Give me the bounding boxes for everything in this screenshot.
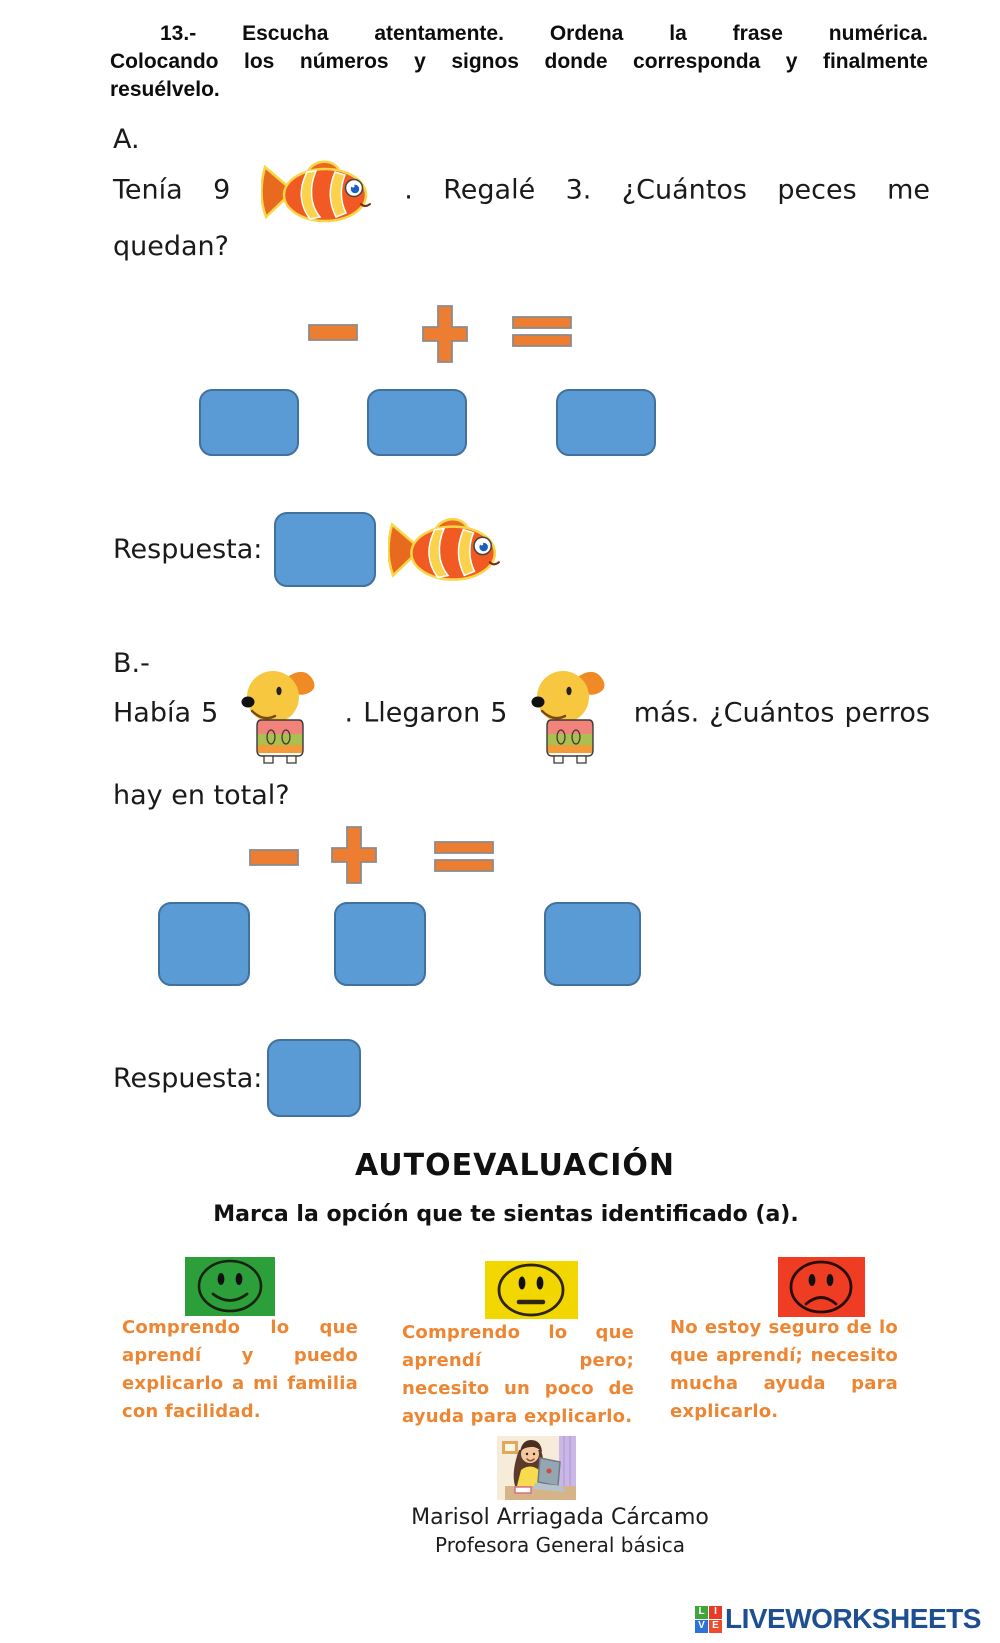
happy-face-icon[interactable] — [185, 1257, 275, 1316]
plus-operator[interactable] — [422, 305, 468, 363]
teacher-title: Profesora General básica — [435, 1533, 685, 1557]
answer-box[interactable] — [556, 389, 656, 456]
sentence-text: hay en total? — [113, 780, 290, 811]
sentence-text: Había 5 — [113, 697, 219, 729]
logo-letter: V — [695, 1619, 708, 1633]
minus-operator[interactable] — [308, 324, 358, 341]
respuesta-answer-box[interactable] — [267, 1039, 362, 1117]
respuesta-label: Respuesta: — [113, 533, 263, 565]
teacher-avatar — [497, 1436, 576, 1500]
sad-face-icon[interactable] — [778, 1257, 865, 1317]
instruction-line: Colocando los números y signos donde cor… — [110, 50, 928, 73]
respuesta-label: Respuesta: — [113, 1062, 263, 1094]
respuesta-row-b: Respuesta: — [113, 1038, 362, 1118]
sentence-text: más. ¿Cuántos perros — [633, 697, 930, 729]
option-text-neutral: Comprendo lo que aprendí pero; necesito … — [402, 1322, 634, 1427]
sentence-text: . Llegaron 5 — [344, 697, 508, 729]
answer-box[interactable] — [199, 389, 299, 456]
teacher-signature: Marisol Arriagada Cárcamo Profesora Gene… — [360, 1504, 760, 1558]
option-text-sad: No estoy seguro de lo que aprendí; neces… — [670, 1317, 898, 1422]
equals-operator[interactable] — [434, 841, 494, 873]
sentence-text: quedan? — [113, 231, 229, 262]
sentence-text: . Regalé 3. ¿Cuántos peces me — [404, 174, 931, 206]
answer-box[interactable] — [544, 902, 641, 986]
logo-letter: E — [709, 1619, 722, 1633]
minus-operator[interactable] — [249, 849, 299, 866]
autoevaluacion-title: AUTOEVALUACIÓN — [354, 1148, 675, 1183]
dog-icon — [241, 671, 315, 764]
logo-letter: I — [709, 1605, 722, 1619]
instruction-line: resuélvelo. — [110, 78, 220, 101]
liveworksheets-logo-icon: L I V E — [695, 1605, 722, 1633]
teacher-name: Marisol Arriagada Cárcamo — [411, 1505, 709, 1530]
equals-operator[interactable] — [512, 316, 572, 348]
answer-box[interactable] — [158, 902, 250, 986]
exercise-b-sentence: Había 5 . Llegaron — [113, 664, 930, 816]
sentence-text: Tenía 9 — [113, 174, 231, 206]
logo-wordmark: LIVEWORKSHEETS — [725, 1603, 981, 1634]
plus-operator[interactable] — [331, 826, 377, 884]
dog-icon — [531, 671, 605, 764]
liveworksheets-logo[interactable]: L I V E LIVEWORKSHEETS — [695, 1603, 981, 1635]
option-text-happy: Comprendo lo que aprendí y puedo explica… — [122, 1317, 358, 1422]
instructions-header: 13.- Escucha atentamente. Ordena la fras… — [110, 20, 928, 104]
fish-icon — [388, 517, 501, 581]
neutral-face-icon[interactable] — [485, 1261, 578, 1319]
instruction-line: 13.- Escucha atentamente. Ordena la fras… — [160, 22, 928, 45]
autoevaluacion-subtitle: Marca la opción que te sientas identific… — [213, 1202, 799, 1227]
respuesta-answer-box[interactable] — [274, 511, 377, 587]
answer-box[interactable] — [334, 902, 426, 986]
fish-icon — [259, 160, 371, 223]
logo-letter: L — [695, 1605, 708, 1619]
exercise-a-sentence: Tenía 9 . Regalé 3. ¿Cuántos peces me qu… — [113, 157, 930, 267]
respuesta-row-a: Respuesta: — [113, 510, 503, 588]
exercise-a-label: A. — [113, 124, 140, 155]
exercise-b-label: B.- — [113, 648, 150, 679]
answer-box[interactable] — [367, 389, 467, 456]
